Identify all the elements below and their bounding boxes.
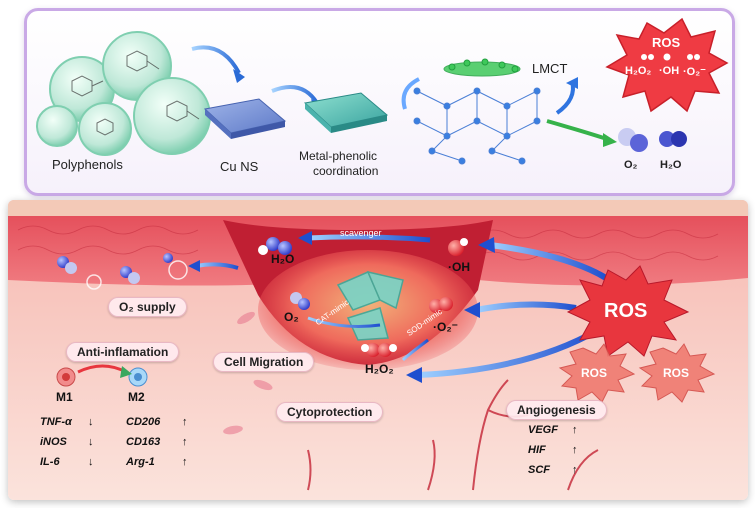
up-arrow-icon: ↑ [182, 416, 188, 428]
h2o2-label: H₂O₂ [365, 362, 394, 376]
nanosheet-cluster [336, 270, 404, 341]
superoxide-molecule [429, 297, 453, 313]
phenolic-ring [443, 58, 521, 77]
marker-scf: SCF [528, 464, 550, 476]
down-arrow-icon: ↓ [88, 436, 94, 448]
marker-hif: HIF [528, 444, 546, 456]
flow-arrow-1 [191, 45, 241, 74]
cell-migration-label: Cell Migration [213, 352, 315, 372]
h2o-top-label: H₂O [271, 252, 295, 266]
marker-arg1: Arg-1 [126, 456, 155, 468]
ros-big-burst [566, 265, 690, 357]
cu-nanosheet [203, 98, 287, 139]
product-h2o-label: H₂O [660, 159, 682, 171]
anti-inflammation-title: Anti-inflamation [66, 342, 180, 362]
marker-cd163: CD163 [126, 436, 161, 448]
up-arrow-icon: ↑ [572, 464, 578, 476]
up-arrow-icon: ↑ [572, 444, 578, 456]
marker-tnf: TNF-α [40, 416, 72, 428]
polyphenol-bubbles [36, 31, 211, 156]
m1-macrophage [56, 367, 76, 387]
cu-ns-label: Cu NS [220, 159, 259, 174]
up-arrow-icon: ↑ [572, 424, 578, 436]
scavenger-label: scavenger [340, 228, 382, 238]
marker-inos: iNOS [40, 436, 67, 448]
oh-molecule [448, 238, 468, 256]
angiogenesis-markers: VEGF ↑ HIF ↑ SCF ↑ [528, 420, 578, 480]
marker-il6: IL-6 [40, 456, 60, 468]
m2-macrophage [128, 367, 148, 387]
up-arrow-icon: ↑ [182, 436, 188, 448]
down-arrow-icon: ↓ [88, 416, 94, 428]
o2-supply-label: O₂ supply [108, 297, 187, 317]
ros-small-label-1: ROS [581, 366, 608, 380]
marker-cd206: CD206 [126, 416, 161, 428]
ros-burst-title: ROS [652, 35, 681, 50]
m1-label: M1 [56, 390, 73, 404]
h2o-molecule [659, 131, 687, 147]
ros-species-superoxide: ·O₂⁻ [683, 66, 706, 78]
ros-species-oh: ·OH [659, 65, 680, 77]
up-arrow-icon: ↑ [182, 456, 188, 468]
down-regulated-markers: TNF-α ↓ iNOS ↓ IL-6 ↓ [40, 412, 94, 472]
ros-species-h2o2: H₂O₂ [625, 65, 652, 77]
coordination-label-line1: Metal-phenolic [299, 149, 378, 163]
o2-molecule [618, 128, 648, 152]
ros-small-label-2: ROS [663, 366, 690, 380]
oxygen-bubbles [57, 253, 188, 290]
cytoprotection-label: Cytoprotection [276, 402, 384, 422]
oh-label: ·OH [448, 260, 470, 274]
lattice-structure [413, 87, 541, 165]
synthesis-panel: Polyphenols Cu NS Metal-phenolic coordin… [24, 8, 735, 196]
o2-molecule-wound [290, 292, 310, 310]
lmct-label: LMCT [532, 61, 568, 76]
product-o2-label: O₂ [624, 159, 638, 171]
m2-label: M2 [128, 390, 145, 404]
down-arrow-icon: ↓ [88, 456, 94, 468]
wound-panel: H₂O scavenger ·OH O₂ supply O₂ CAT-mimic… [8, 200, 748, 500]
h2o2-molecule [361, 343, 397, 357]
polyphenols-label: Polyphenols [52, 157, 123, 172]
ros-small-burst-1 [558, 343, 636, 403]
o2-label: O₂ [284, 310, 299, 324]
h2o-molecule-top [258, 237, 292, 255]
metal-phenolic-sheet [303, 92, 389, 133]
green-conversion-arrow [546, 119, 608, 141]
superoxide-label: ·O₂⁻ [433, 320, 458, 334]
ros-small-burst-2 [638, 343, 716, 403]
synthesis-artwork [36, 17, 729, 165]
flow-arrow-2 [271, 85, 319, 105]
coordination-label-line2: coordination [313, 164, 379, 178]
ros-burst-shape [605, 17, 729, 113]
ros-big-label: ROS [604, 300, 648, 322]
marker-vegf: VEGF [528, 424, 558, 436]
up-regulated-markers: CD206 ↑ CD163 ↑ Arg-1 ↑ [126, 412, 188, 472]
angiogenesis-title: Angiogenesis [506, 400, 607, 420]
